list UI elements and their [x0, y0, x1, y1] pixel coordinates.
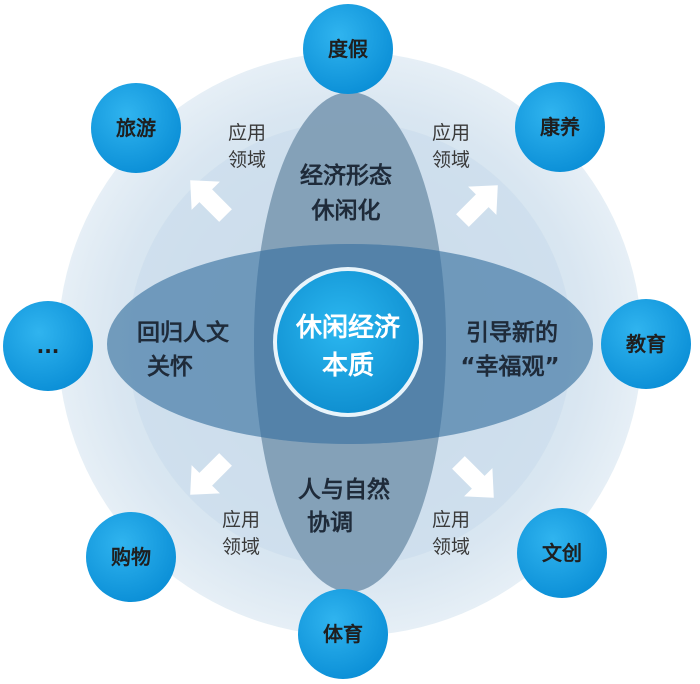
domain-node-circle: [601, 299, 691, 389]
app-label-bl-line1: 应用: [222, 509, 260, 531]
app-label-tl-line1: 应用: [228, 122, 266, 144]
domain-node-label: 体育: [323, 622, 363, 646]
domain-node-label: 旅游: [116, 116, 156, 140]
domain-node: 体育: [298, 589, 388, 679]
domain-node-circle: [91, 83, 181, 173]
domain-node: ...: [3, 301, 93, 391]
center-label-line1: 休闲经济: [295, 312, 401, 343]
petal-right-line2: “幸福观”: [460, 354, 559, 380]
arrow-bottom-left: [190, 453, 232, 495]
center-circle: [273, 267, 423, 417]
domain-node-circle: [517, 508, 607, 598]
domain-node-label: 康养: [540, 115, 580, 139]
domain-node-label: 教育: [626, 332, 666, 356]
domain-node-label: 度假: [328, 37, 369, 61]
domain-node-circle: [3, 301, 93, 391]
domain-node-circle: [515, 82, 605, 172]
app-label-br-line2: 领域: [432, 536, 470, 558]
domain-node: 度假: [303, 4, 393, 94]
app-label-tl-line2: 领域: [228, 149, 266, 171]
petal-bottom-line1: 人与自然: [298, 476, 390, 503]
domain-node: 文创: [517, 508, 607, 598]
arrow-top-left: [190, 180, 232, 222]
app-label-br-line1: 应用: [432, 509, 470, 531]
arrow-top-right: [456, 185, 498, 227]
app-label-tr-line2: 领域: [432, 149, 470, 171]
petal-left-line1: 回归人文: [137, 319, 230, 346]
center-label-line2: 本质: [322, 351, 374, 381]
domain-node: 教育: [601, 299, 691, 389]
domain-node: 旅游: [91, 83, 181, 173]
domain-node-label: 文创: [542, 541, 582, 565]
domain-node-circle: [298, 589, 388, 679]
petal-top-line1: 经济形态: [300, 162, 392, 189]
petal-right-line1: 引导新的: [466, 319, 558, 346]
domain-node-circle: [303, 4, 393, 94]
arrow-bottom-right: [452, 456, 494, 498]
domain-node-label: 购物: [111, 545, 151, 569]
domain-node-circle: [86, 512, 176, 602]
domain-node-label: ...: [37, 334, 60, 358]
domain-node: 康养: [515, 82, 605, 172]
app-label-bl-line2: 领域: [222, 536, 260, 558]
petal-bottom-line2: 协调: [307, 510, 353, 536]
petal-left-line2: 关怀: [147, 353, 193, 380]
app-label-tr-line1: 应用: [432, 122, 470, 144]
petal-top-line2: 休闲化: [311, 197, 381, 224]
domain-node: 购物: [86, 512, 176, 602]
